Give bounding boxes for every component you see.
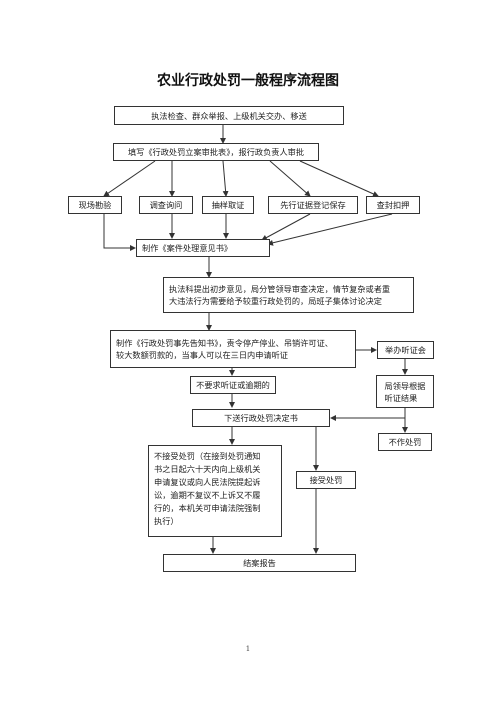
node-reject: 不接受处罚（在接到处罚通知 书之日起六十天内向上级机关 申请复议或向人民法院提起… bbox=[148, 445, 282, 537]
node-opinion-label: 制作《案件处理意见书》 bbox=[142, 243, 233, 253]
node-hearing-label: 举办听证会 bbox=[385, 345, 426, 355]
node-sampling-label: 抽样取证 bbox=[211, 200, 245, 210]
node-approve-label: 填写《行政处罚立案审批表》，报行政负责人审批 bbox=[127, 147, 305, 157]
node-notice-label: 制作《行政处罚事先告知书》，责令停产停业、吊销许可证、 较大数额罚款的，当事人可… bbox=[116, 338, 333, 360]
node-preserve-label: 先行证据登记保存 bbox=[280, 200, 346, 210]
node-accept: 接受处罚 bbox=[296, 471, 356, 489]
node-close-label: 结案报告 bbox=[243, 558, 276, 568]
node-seal-label: 查封扣押 bbox=[376, 200, 410, 210]
node-survey: 现场勘验 bbox=[68, 196, 122, 214]
node-seal: 查封扣押 bbox=[366, 196, 420, 214]
node-leader-label: 局领导根据 听证结果 bbox=[384, 380, 426, 403]
node-close: 结案报告 bbox=[163, 554, 356, 572]
node-reject-label: 不接受处罚（在接到处罚通知 书之日起六十天内向上级机关 申请复议或向人民法院提起… bbox=[154, 451, 261, 526]
node-no-hearing: 不要求听证或逾期的 bbox=[190, 376, 276, 394]
node-decision-label: 下送行政处罚决定书 bbox=[224, 413, 298, 423]
page-number: 1 bbox=[245, 645, 251, 653]
node-no-punish-label: 不作处罚 bbox=[388, 437, 422, 447]
node-review-label: 执法科提出初步意见，局分管领导审查决定，情节复杂或者重 大违法行为需要给予较重行… bbox=[169, 284, 391, 306]
node-preserve: 先行证据登记保存 bbox=[268, 196, 358, 214]
node-source-label: 执法检查、群众举报、上级机关交办、移送 bbox=[151, 110, 307, 121]
node-source: 执法检查、群众举报、上级机关交办、移送 bbox=[114, 106, 344, 125]
node-approve: 填写《行政处罚立案审批表》，报行政负责人审批 bbox=[113, 143, 319, 161]
node-accept-label: 接受处罚 bbox=[309, 475, 343, 485]
node-inquiry-label: 调查询问 bbox=[149, 200, 183, 210]
node-no-punish: 不作处罚 bbox=[378, 433, 432, 451]
node-leader: 局领导根据 听证结果 bbox=[376, 375, 434, 408]
node-hearing: 举办听证会 bbox=[377, 341, 434, 359]
node-review: 执法科提出初步意见，局分管领导审查决定，情节复杂或者重 大违法行为需要给予较重行… bbox=[163, 277, 414, 313]
node-survey-label: 现场勘验 bbox=[78, 200, 112, 210]
node-inquiry: 调查询问 bbox=[139, 196, 193, 214]
node-opinion: 制作《案件处理意见书》 bbox=[136, 239, 270, 257]
page-title: 农业行政处罚一般程序流程图 bbox=[157, 73, 339, 89]
node-notice: 制作《行政处罚事先告知书》，责令停产停业、吊销许可证、 较大数额罚款的，当事人可… bbox=[110, 330, 356, 368]
node-decision: 下送行政处罚决定书 bbox=[192, 409, 330, 427]
node-no-hearing-label: 不要求听证或逾期的 bbox=[196, 380, 270, 390]
node-sampling: 抽样取证 bbox=[202, 196, 254, 214]
